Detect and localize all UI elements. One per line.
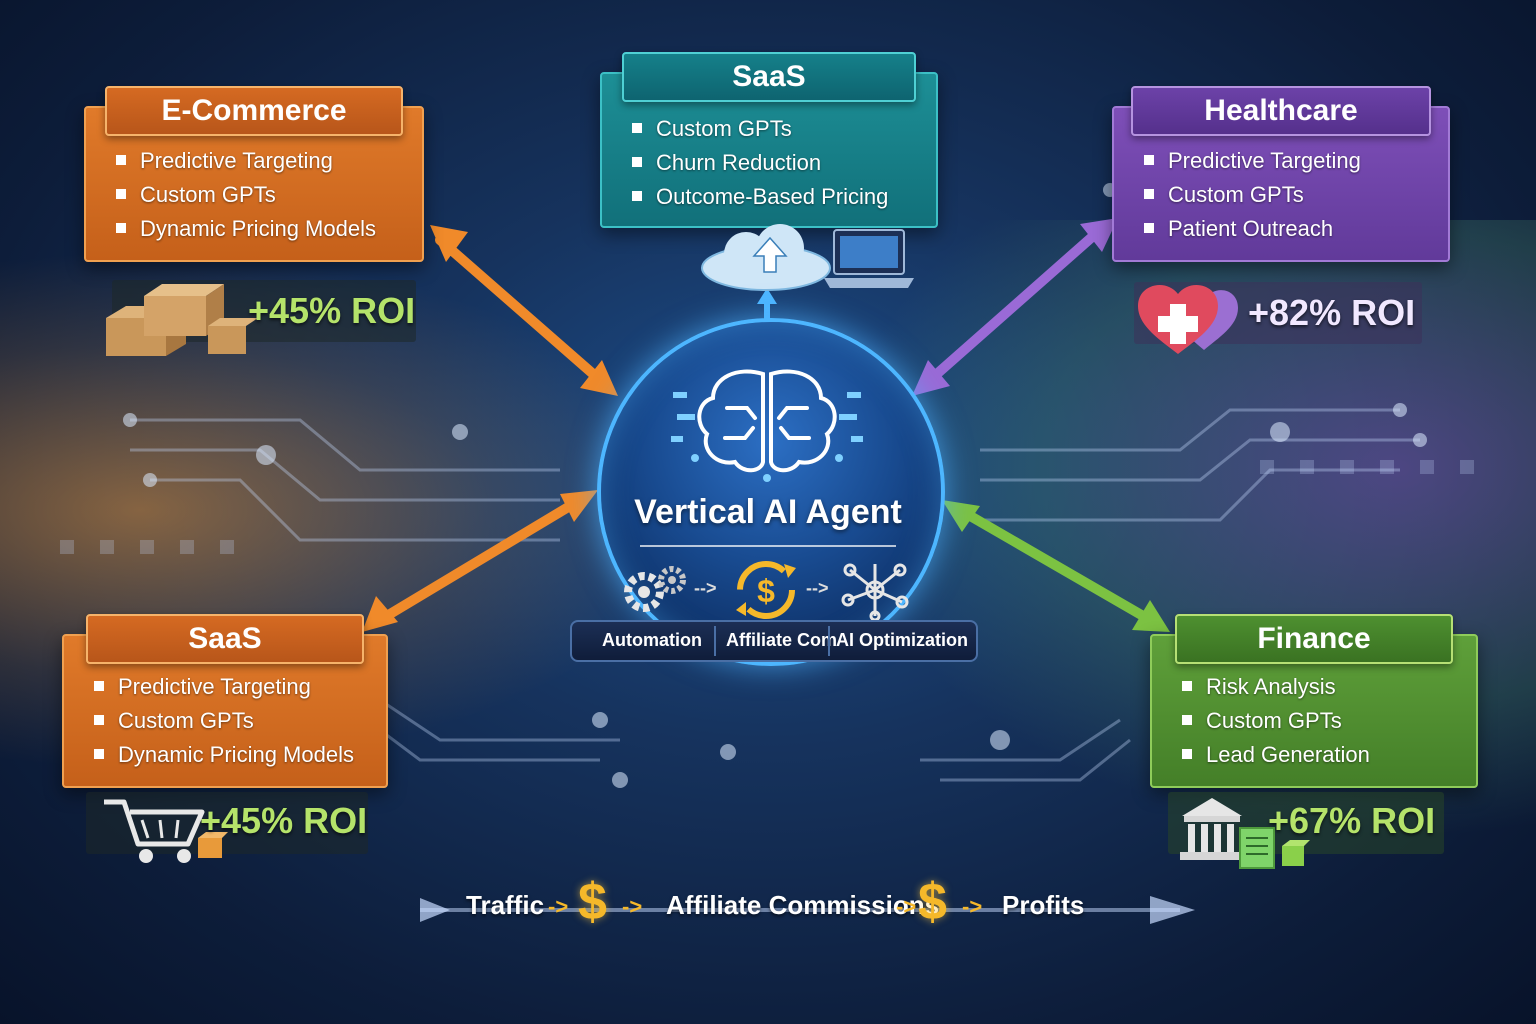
flow-step-traffic: Traffic <box>466 890 545 920</box>
arrow-connector: --> <box>806 578 829 598</box>
healthcare-title: Healthcare <box>1131 86 1431 136</box>
bank-icon <box>1180 798 1310 869</box>
ecommerce-list: Predictive Targeting Custom GPTs Dynamic… <box>116 144 376 246</box>
arrow-connector: -> <box>962 894 983 919</box>
saas-top-list: Custom GPTs Churn Reduction Outcome-Base… <box>632 112 888 214</box>
list-item: Churn Reduction <box>632 146 888 180</box>
ecommerce-title: E-Commerce <box>105 86 403 136</box>
arrow-connector: -> <box>622 894 643 919</box>
divider <box>828 626 830 656</box>
list-item: Risk Analysis <box>1182 670 1370 704</box>
healthcare-roi: +82% ROI <box>1248 292 1416 333</box>
finance-roi: +67% ROI <box>1268 800 1436 841</box>
gears-icon <box>624 566 686 612</box>
network-icon <box>841 563 909 620</box>
cart-icon <box>104 799 228 863</box>
list-item: Custom GPTs <box>1182 704 1370 738</box>
hub-capability-bar: Automation Affiliate Com AI Optimization <box>570 620 978 662</box>
list-item: Custom GPTs <box>116 178 376 212</box>
saas-bottom-panel: SaaS Predictive Targeting Custom GPTs Dy… <box>62 614 388 788</box>
boxes-icon <box>106 284 258 356</box>
finance-panel: Finance Risk Analysis Custom GPTs Lead G… <box>1150 614 1478 788</box>
finance-title: Finance <box>1175 614 1453 664</box>
list-item: Custom GPTs <box>1144 178 1361 212</box>
list-item: Patient Outreach <box>1144 212 1361 246</box>
list-item: Predictive Targeting <box>116 144 376 178</box>
divider <box>714 626 716 656</box>
list-item: Custom GPTs <box>94 704 354 738</box>
dollar-cycle-icon: $ <box>736 561 796 619</box>
hub-item-automation: Automation <box>602 630 702 650</box>
saas-bottom-title: SaaS <box>86 614 364 664</box>
arrow-connector: --> <box>694 578 717 598</box>
list-item: Predictive Targeting <box>94 670 354 704</box>
list-item: Dynamic Pricing Models <box>94 738 354 772</box>
list-item: Custom GPTs <box>632 112 888 146</box>
heart-plus-icon <box>1138 284 1238 354</box>
flow-step-profits: Profits <box>1002 890 1085 920</box>
dollar-icon: $ <box>578 873 607 931</box>
saas-bottom-roi: +45% ROI <box>200 800 368 841</box>
arrow-connector: -> <box>548 894 569 919</box>
dollar-icon: $ <box>918 873 947 931</box>
hub-divider <box>640 545 896 547</box>
ecommerce-roi: +45% ROI <box>248 290 416 331</box>
flow-step-affiliate-commissions: Affiliate Commissions <box>666 890 940 920</box>
list-item: Outcome-Based Pricing <box>632 180 888 214</box>
laptop-icon <box>824 229 914 288</box>
hub-title: Vertical AI Agent <box>634 493 902 531</box>
finance-list: Risk Analysis Custom GPTs Lead Generatio… <box>1182 670 1370 772</box>
hub-item-affiliate: Affiliate Com <box>726 630 838 650</box>
list-item: Lead Generation <box>1182 738 1370 772</box>
healthcare-panel: Healthcare Predictive Targeting Custom G… <box>1112 86 1450 262</box>
cloud-upload-icon <box>701 224 831 291</box>
saas-top-title: SaaS <box>622 52 916 102</box>
saas-top-panel: SaaS Custom GPTs Churn Reduction Outcome… <box>600 52 938 228</box>
list-item: Dynamic Pricing Models <box>116 212 376 246</box>
brain-icon <box>671 369 863 482</box>
dollar-sign: $ <box>757 573 775 609</box>
hub-item-ai-optimization: AI Optimization <box>836 630 968 650</box>
list-item: Predictive Targeting <box>1144 144 1361 178</box>
healthcare-list: Predictive Targeting Custom GPTs Patient… <box>1144 144 1361 246</box>
saas-bottom-list: Predictive Targeting Custom GPTs Dynamic… <box>94 670 354 772</box>
arrow-connector: -> <box>896 894 917 919</box>
ecommerce-panel: E-Commerce Predictive Targeting Custom G… <box>84 86 424 262</box>
